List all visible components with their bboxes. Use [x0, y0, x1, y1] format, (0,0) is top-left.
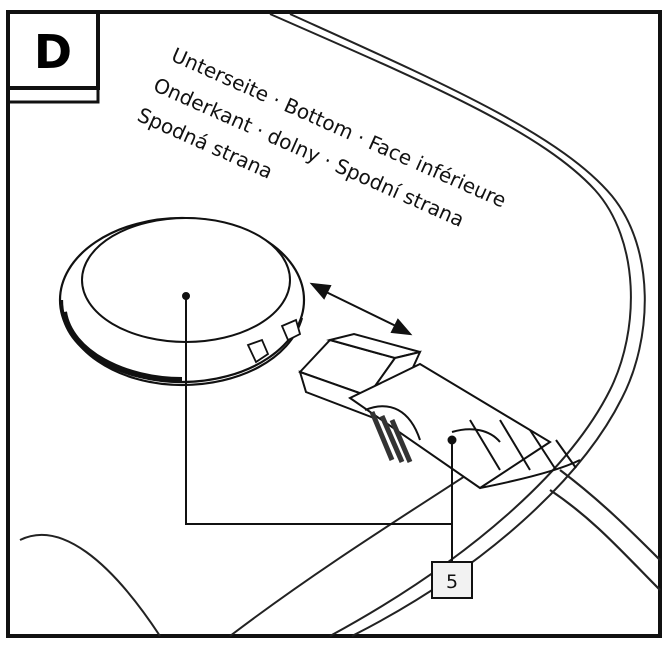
panel-frame — [6, 10, 662, 638]
panel-letter-badge: D — [6, 10, 100, 104]
callout-box: 5 — [431, 561, 473, 599]
callout-leaders — [185, 296, 453, 562]
control-plug — [298, 332, 581, 490]
caption: Unterseite · Bottom · Face inférieure On… — [134, 43, 510, 232]
power-cable — [549, 469, 661, 591]
callout-number: 5 — [446, 571, 458, 593]
caption-line-1: Unterseite · Bottom · Face inférieure — [168, 43, 510, 213]
pad-connector-socket — [58, 216, 306, 387]
panel-letter: D — [34, 25, 72, 79]
insert-direction-arrow — [309, 282, 413, 336]
